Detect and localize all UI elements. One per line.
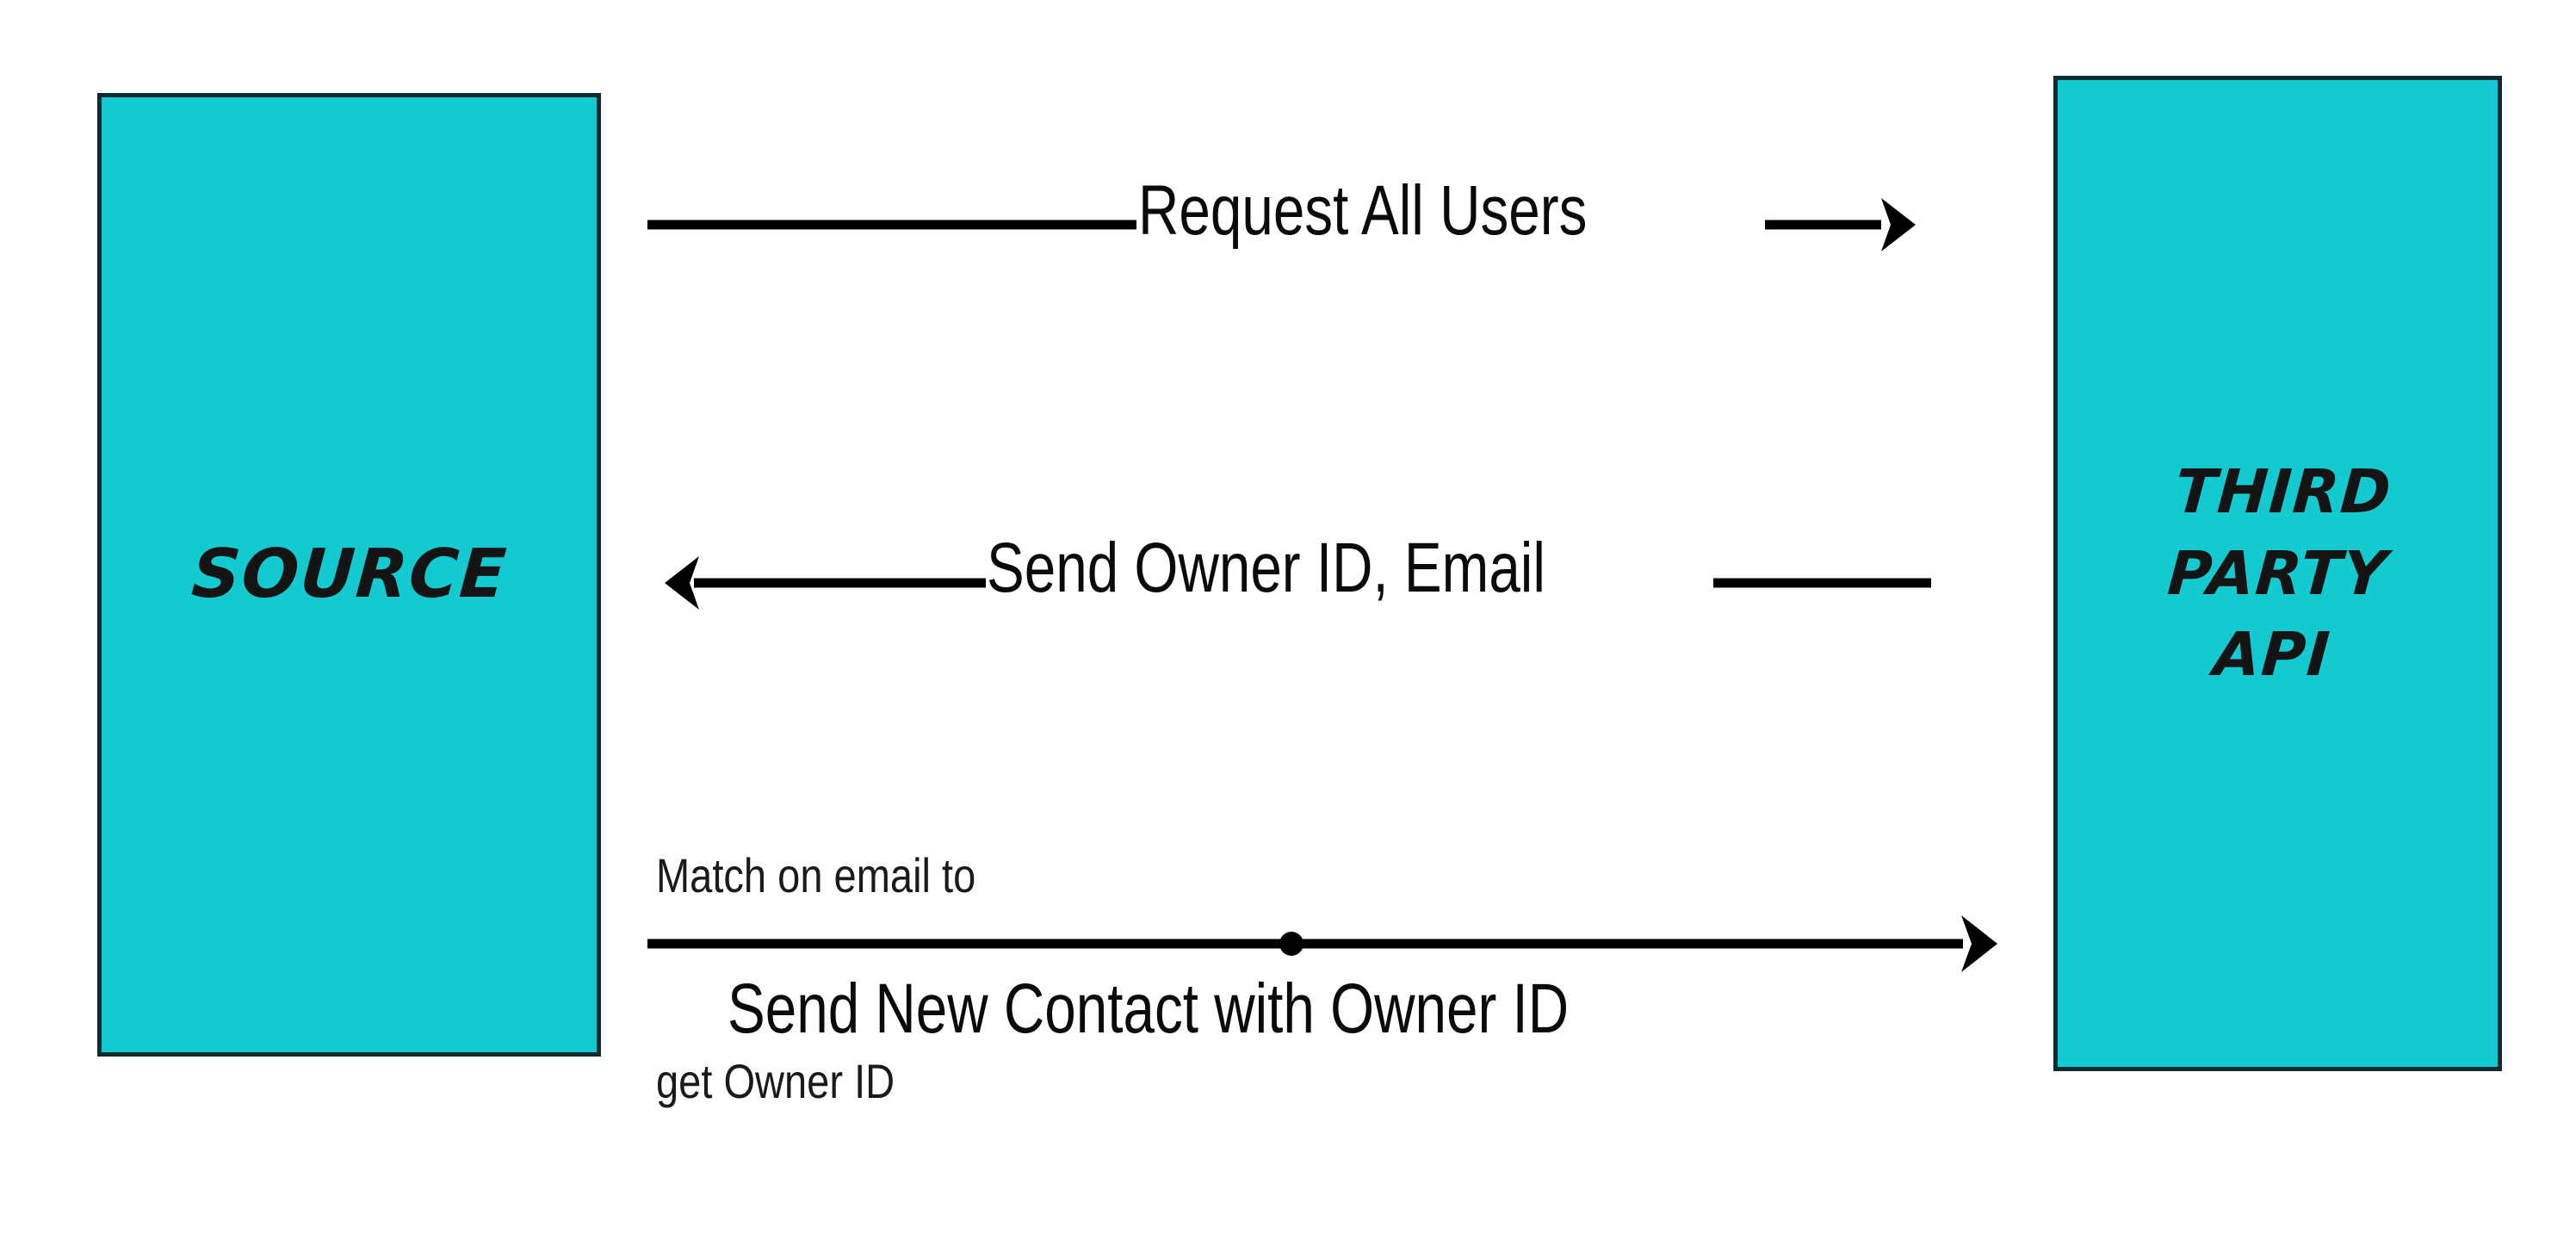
midpoint-dot-icon — [1279, 932, 1303, 956]
note-line-1: Match on email to — [656, 848, 976, 903]
sequence-diagram-canvas: SOURCE Third Party API Request A — [97, 76, 2502, 1108]
message-arrow-request-all-users[interactable] — [647, 198, 1916, 251]
node-source[interactable]: SOURCE — [97, 93, 601, 1057]
arrowhead-left-icon — [665, 556, 699, 610]
node-third-party-api[interactable]: Third Party API — [2053, 76, 2502, 1071]
message-arrows-layer — [647, 198, 1997, 972]
message-label-send-owner-id-email: Send Owner ID, Email — [987, 529, 1545, 607]
message-arrow-send-owner-id-email[interactable] — [665, 556, 1931, 610]
note-match-on-email: Match on email to get Owner ID — [656, 704, 975, 1252]
message-label-send-new-contact: Send New Contact with Owner ID — [728, 970, 1570, 1048]
note-line-2: get Owner ID — [656, 1053, 895, 1108]
arrowhead-right-icon — [1961, 915, 1997, 972]
message-arrow-send-new-contact[interactable] — [647, 915, 1997, 972]
message-label-request-all-users: Request All Users — [1138, 171, 1588, 250]
arrowhead-right-icon — [1881, 198, 1916, 251]
